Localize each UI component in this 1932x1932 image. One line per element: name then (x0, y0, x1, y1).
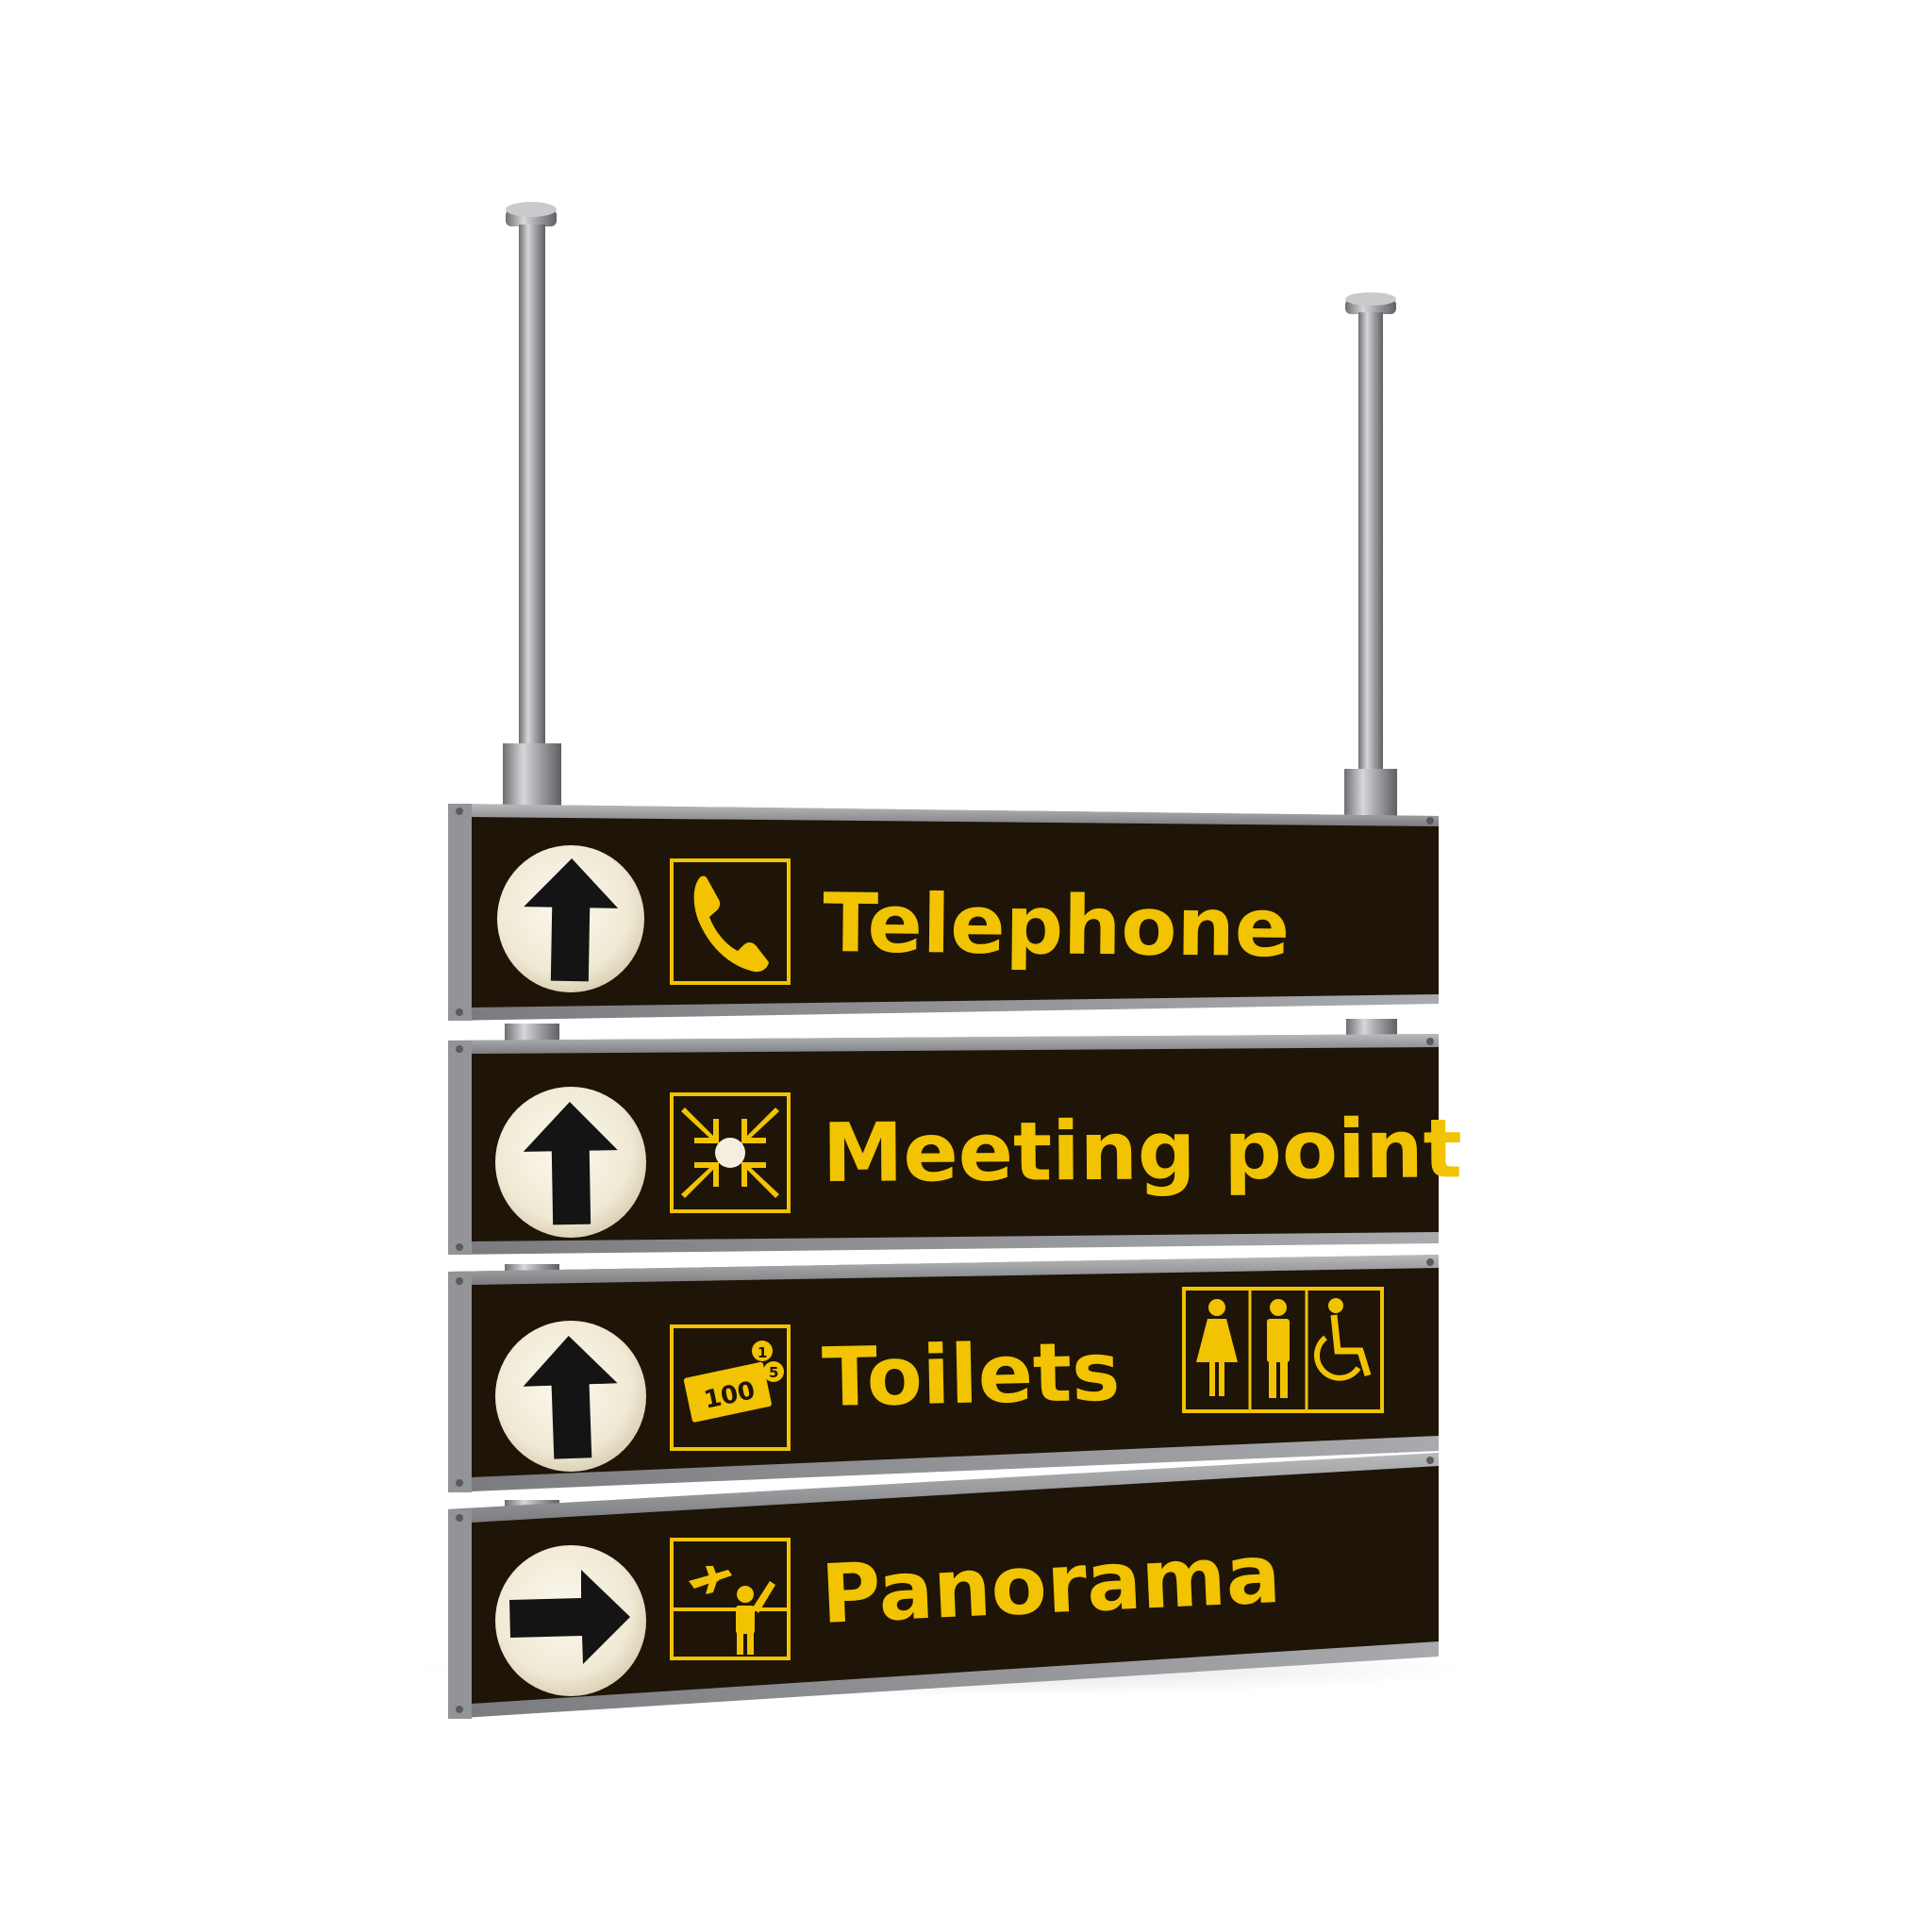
sign-panel-panorama: Panorama (448, 1453, 1439, 1719)
arrow-up-icon (497, 845, 644, 992)
meeting-point-icon (670, 1092, 791, 1213)
wheelchair-icon (1314, 1298, 1372, 1381)
sign-label-meeting-point: Meeting point (822, 1102, 1462, 1201)
sign-label-panorama: Panorama (819, 1527, 1282, 1642)
panorama-viewpoint-icon (670, 1538, 791, 1660)
sign-panel-telephone: Telephone (448, 804, 1439, 1021)
arrow-right-icon (495, 1545, 646, 1696)
sign-panel-meeting-point: Meeting point (448, 1034, 1462, 1255)
toilets-pictogram-group (1182, 1287, 1384, 1413)
sign-label-toilets: Toilets (821, 1324, 1121, 1425)
sign-panel-toilets: 100 1 5 Toilets (448, 1255, 1439, 1492)
sign-label-telephone: Telephone (823, 876, 1291, 975)
money-banknote-icon: 100 1 5 (670, 1324, 791, 1451)
man-icon (1267, 1299, 1290, 1398)
airplane-icon (689, 1566, 732, 1594)
telephone-icon (670, 858, 791, 985)
coin-value-2: 5 (769, 1364, 778, 1381)
woman-icon (1196, 1299, 1238, 1396)
right-ceiling-pole (1344, 292, 1397, 825)
person-waving-icon (736, 1581, 775, 1655)
arrow-up-icon (495, 1087, 646, 1238)
arrow-up-icon (495, 1321, 646, 1472)
coin-value-1: 1 (758, 1344, 767, 1361)
left-ceiling-pole (503, 202, 561, 809)
